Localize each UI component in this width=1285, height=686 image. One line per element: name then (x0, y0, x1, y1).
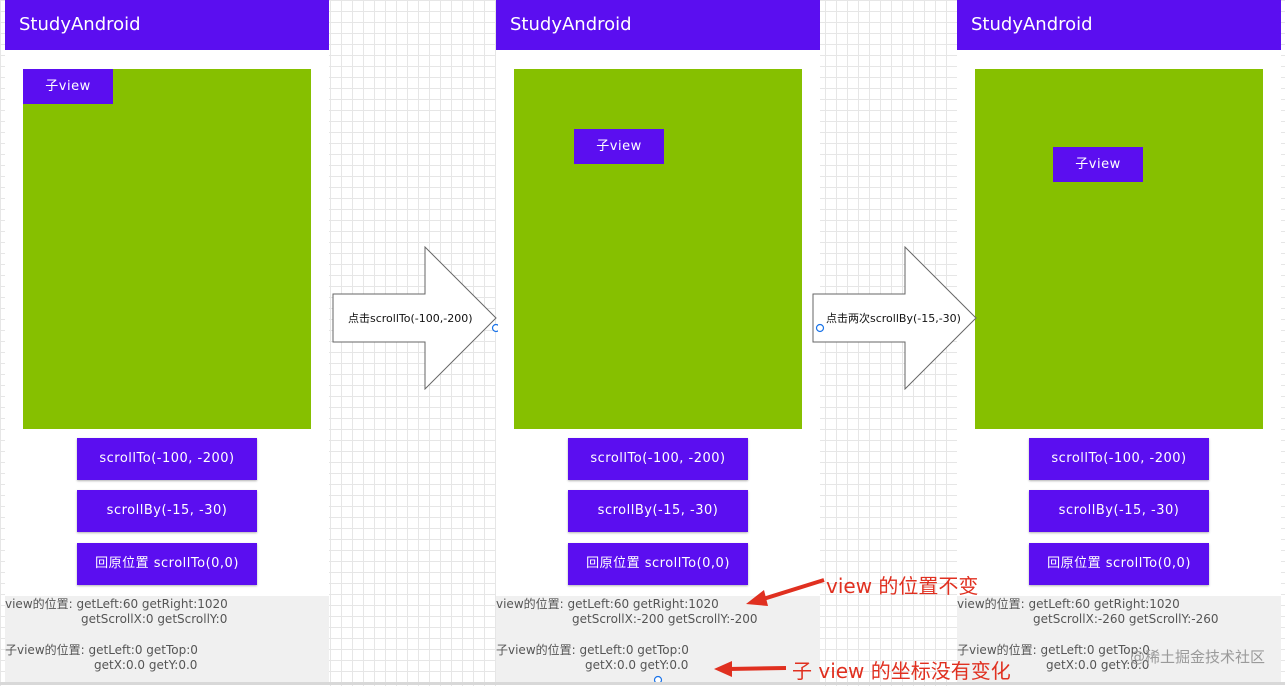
view-scroll-line: getScrollX:-200 getScrollY:-200 (572, 612, 758, 626)
child-position-line: 子view的位置: getLeft:0 getTop:0 (5, 643, 198, 657)
child-xy-line: getX:0.0 getY:0.0 (1046, 658, 1150, 672)
reset-button[interactable]: 回原位置 scrollTo(0,0) (568, 543, 748, 585)
view-position-line: view的位置: getLeft:60 getRight:1020 (496, 597, 719, 611)
reset-button[interactable]: 回原位置 scrollTo(0,0) (77, 543, 257, 585)
scroll-container: 子view (514, 69, 802, 429)
child-position-line: 子view的位置: getLeft:0 getTop:0 (957, 643, 1150, 657)
child-view[interactable]: 子view (574, 129, 664, 164)
child-position-line: 子view的位置: getLeft:0 getTop:0 (496, 643, 689, 657)
info-panel: view的位置: getLeft:60 getRight:1020 getScr… (957, 596, 1281, 682)
scroll-by-button[interactable]: scrollBy(-15, -30) (77, 490, 257, 532)
view-position-line: view的位置: getLeft:60 getRight:1020 (957, 597, 1180, 611)
scroll-by-button[interactable]: scrollBy(-15, -30) (1029, 490, 1209, 532)
red-arrow-2 (714, 661, 787, 677)
arrow-label-2: 点击两次scrollBy(-15,-30) (826, 312, 961, 325)
app-title: StudyAndroid (5, 0, 329, 50)
child-view[interactable]: 子view (23, 69, 113, 104)
view-unchanged-annotation: view 的位置不变 (826, 574, 979, 598)
arrow-label-1: 点击scrollTo(-100,-200) (348, 312, 473, 325)
child-unchanged-annotation: 子 view 的坐标没有变化 (792, 659, 1011, 683)
view-scroll-line: getScrollX:0 getScrollY:0 (81, 612, 228, 626)
scroll-to-button[interactable]: scrollTo(-100, -200) (1029, 438, 1209, 480)
app-title: StudyAndroid (957, 0, 1281, 50)
child-xy-line: getX:0.0 getY:0.0 (94, 658, 198, 672)
app-title: StudyAndroid (496, 0, 820, 50)
view-position-line: view的位置: getLeft:60 getRight:1020 (5, 597, 228, 611)
scroll-container: 子view (23, 69, 311, 429)
phone-screen-2: StudyAndroid 子view scrollTo(-100, -200) … (496, 0, 820, 686)
phone-screen-3: StudyAndroid 子view scrollTo(-100, -200) … (957, 0, 1281, 686)
reset-button[interactable]: 回原位置 scrollTo(0,0) (1029, 543, 1209, 585)
scroll-container: 子view (975, 69, 1263, 429)
child-view[interactable]: 子view (1053, 147, 1143, 182)
red-arrow-1 (746, 578, 825, 606)
transition-arrow-2 (812, 246, 977, 390)
scroll-by-button[interactable]: scrollBy(-15, -30) (568, 490, 748, 532)
scroll-to-button[interactable]: scrollTo(-100, -200) (77, 438, 257, 480)
transition-arrow-1 (332, 246, 498, 390)
scroll-to-button[interactable]: scrollTo(-100, -200) (568, 438, 748, 480)
view-scroll-line: getScrollX:-260 getScrollY:-260 (1033, 612, 1219, 626)
info-panel: view的位置: getLeft:60 getRight:1020 getScr… (5, 596, 329, 682)
watermark: @稀土掘金技术社区 (1129, 648, 1265, 666)
bottom-divider (0, 682, 1285, 685)
child-xy-line: getX:0.0 getY:0.0 (585, 658, 689, 672)
phone-screen-1: StudyAndroid 子view scrollTo(-100, -200) … (5, 0, 329, 686)
